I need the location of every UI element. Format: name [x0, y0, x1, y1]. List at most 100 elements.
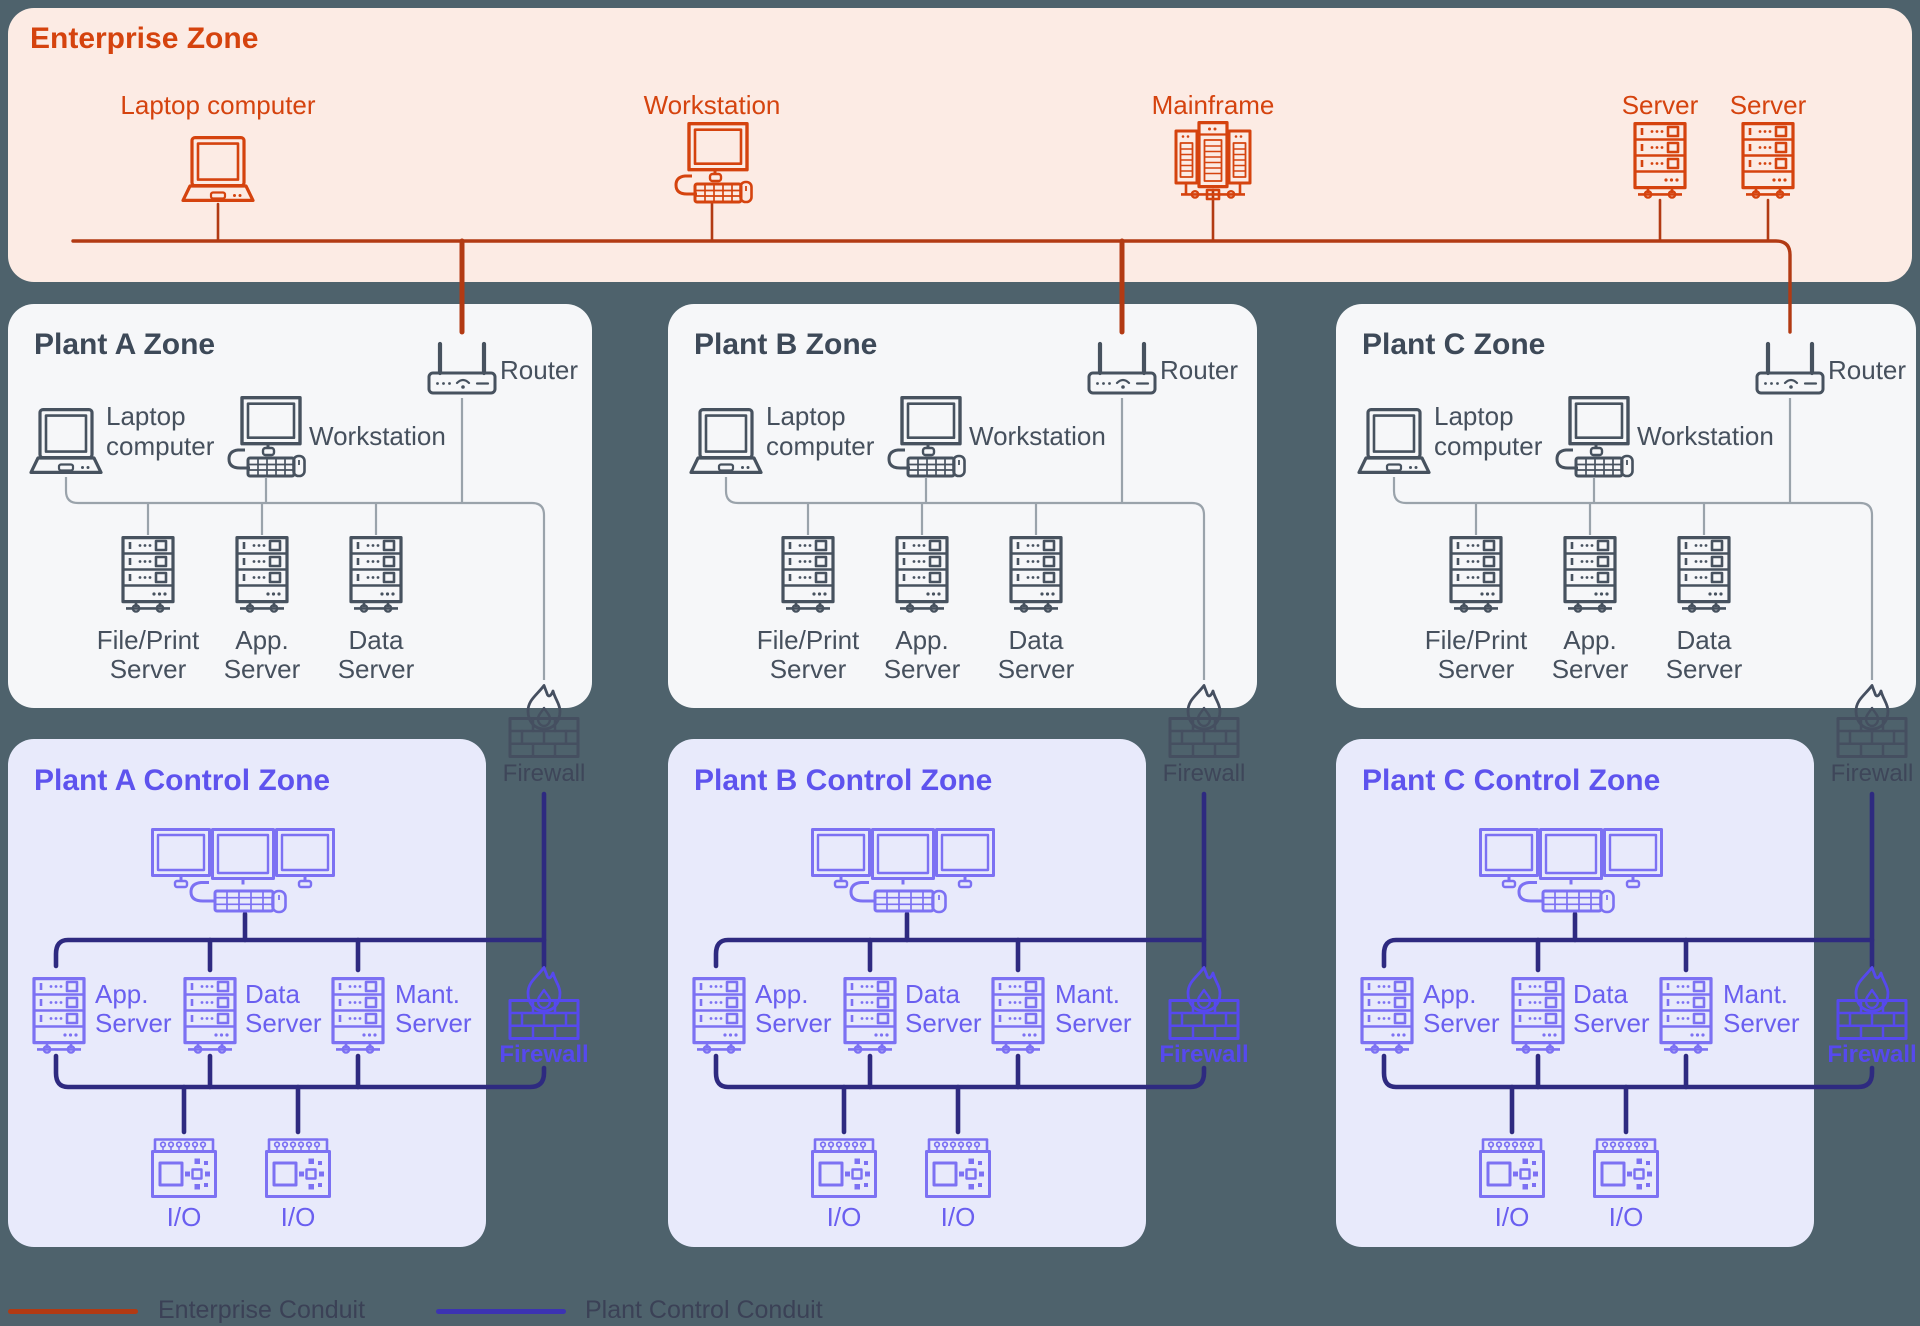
router-label: Router — [500, 355, 579, 385]
plant-a-zone-title: Plant A Zone — [34, 328, 216, 361]
workstation-label: Workstation — [309, 421, 446, 451]
legend-enterprise-conduit-swatch — [8, 1309, 138, 1314]
server-icon — [843, 977, 897, 1057]
firewall-label: Firewall — [1830, 760, 1914, 787]
server-label: Server — [1621, 90, 1699, 120]
plant-a-control-zone-card — [8, 739, 486, 1247]
plant-c-zone-card — [1336, 304, 1916, 708]
workstation-icon — [884, 396, 966, 478]
plant-b-control-zone-card — [668, 739, 1146, 1247]
server-icon — [349, 536, 403, 616]
server-icon — [331, 977, 385, 1057]
router-icon — [1755, 341, 1825, 397]
server-icon — [1360, 977, 1414, 1057]
router-icon — [1087, 341, 1157, 397]
enterprise-zone-title: Enterprise Zone — [30, 22, 259, 55]
io-label: I/O — [1608, 1202, 1644, 1232]
firewall-label: Firewall — [499, 1041, 589, 1068]
server-icon — [235, 536, 289, 616]
mant-server-label: Mant.Server — [1723, 979, 1800, 1038]
io-module-icon — [1479, 1136, 1545, 1198]
server-icon — [895, 536, 949, 616]
mant-server-label: Mant.Server — [395, 979, 472, 1038]
plant-c-zone-title: Plant C Zone — [1362, 328, 1546, 361]
server-icon — [1741, 122, 1795, 202]
plant-a-control-zone-title: Plant A Control Zone — [34, 764, 331, 797]
workstation-icon — [671, 122, 753, 204]
laptop-label: Laptop computer — [120, 90, 316, 120]
workstation-label: Workstation — [643, 90, 781, 120]
io-module-icon — [925, 1136, 991, 1198]
plant-c-control-zone-title: Plant C Control Zone — [1362, 764, 1661, 797]
app-server-label: App.Server — [883, 625, 961, 684]
plant-a-zone-card — [8, 304, 592, 708]
server-icon — [1449, 536, 1503, 616]
firewall-icon — [1836, 966, 1908, 1040]
mainframe-icon — [1174, 121, 1252, 201]
firewall-icon — [508, 966, 580, 1040]
router-label: Router — [1828, 355, 1907, 385]
io-label: I/O — [280, 1202, 316, 1232]
firewall-icon — [1836, 684, 1908, 758]
mainframe-label: Mainframe — [1151, 90, 1275, 120]
laptop-icon — [178, 136, 258, 204]
plant-b-zone-title: Plant B Zone — [694, 328, 878, 361]
laptop-icon — [26, 408, 106, 476]
server-icon — [781, 536, 835, 616]
server-icon — [121, 536, 175, 616]
workstation-label: Workstation — [969, 421, 1106, 451]
laptop-icon — [686, 408, 766, 476]
io-module-icon — [265, 1136, 331, 1198]
app-server-label: App.Server — [1551, 625, 1629, 684]
server-icon — [1009, 536, 1063, 616]
plant-c-control-zone-card — [1336, 739, 1814, 1247]
firewall-label: Firewall — [1162, 760, 1246, 787]
server-icon — [1511, 977, 1565, 1057]
server-label: Server — [1729, 90, 1807, 120]
app-server-label: App.Server — [755, 979, 832, 1038]
io-label: I/O — [166, 1202, 202, 1232]
workstation-icon — [1552, 396, 1634, 478]
app-server-label: App.Server — [1423, 979, 1500, 1038]
firewall-icon — [508, 684, 580, 758]
plant-b-zone-card — [668, 304, 1257, 708]
server-icon — [1659, 977, 1713, 1057]
workstation-label: Workstation — [1637, 421, 1774, 451]
io-module-icon — [811, 1136, 877, 1198]
hmi-icon — [811, 828, 995, 914]
firewall-icon — [1168, 966, 1240, 1040]
mant-server-label: Mant.Server — [1055, 979, 1132, 1038]
enterprise-bus-line — [71, 239, 1792, 334]
server-icon — [991, 977, 1045, 1057]
server-icon — [1677, 536, 1731, 616]
legend-enterprise-conduit-label: Enterprise Conduit — [158, 1296, 366, 1324]
firewall-label: Firewall — [1159, 1041, 1249, 1068]
io-module-icon — [151, 1136, 217, 1198]
router-label: Router — [1160, 355, 1239, 385]
laptop-icon — [1354, 408, 1434, 476]
router-icon — [427, 341, 497, 397]
server-icon — [183, 977, 237, 1057]
workstation-icon — [224, 396, 306, 478]
io-module-icon — [1593, 1136, 1659, 1198]
firewall-label: Firewall — [502, 760, 586, 787]
io-label: I/O — [940, 1202, 976, 1232]
app-server-label: App.Server — [223, 625, 301, 684]
hmi-icon — [1479, 828, 1663, 914]
app-server-label: App.Server — [95, 979, 172, 1038]
io-label: I/O — [826, 1202, 862, 1232]
server-icon — [1563, 536, 1617, 616]
